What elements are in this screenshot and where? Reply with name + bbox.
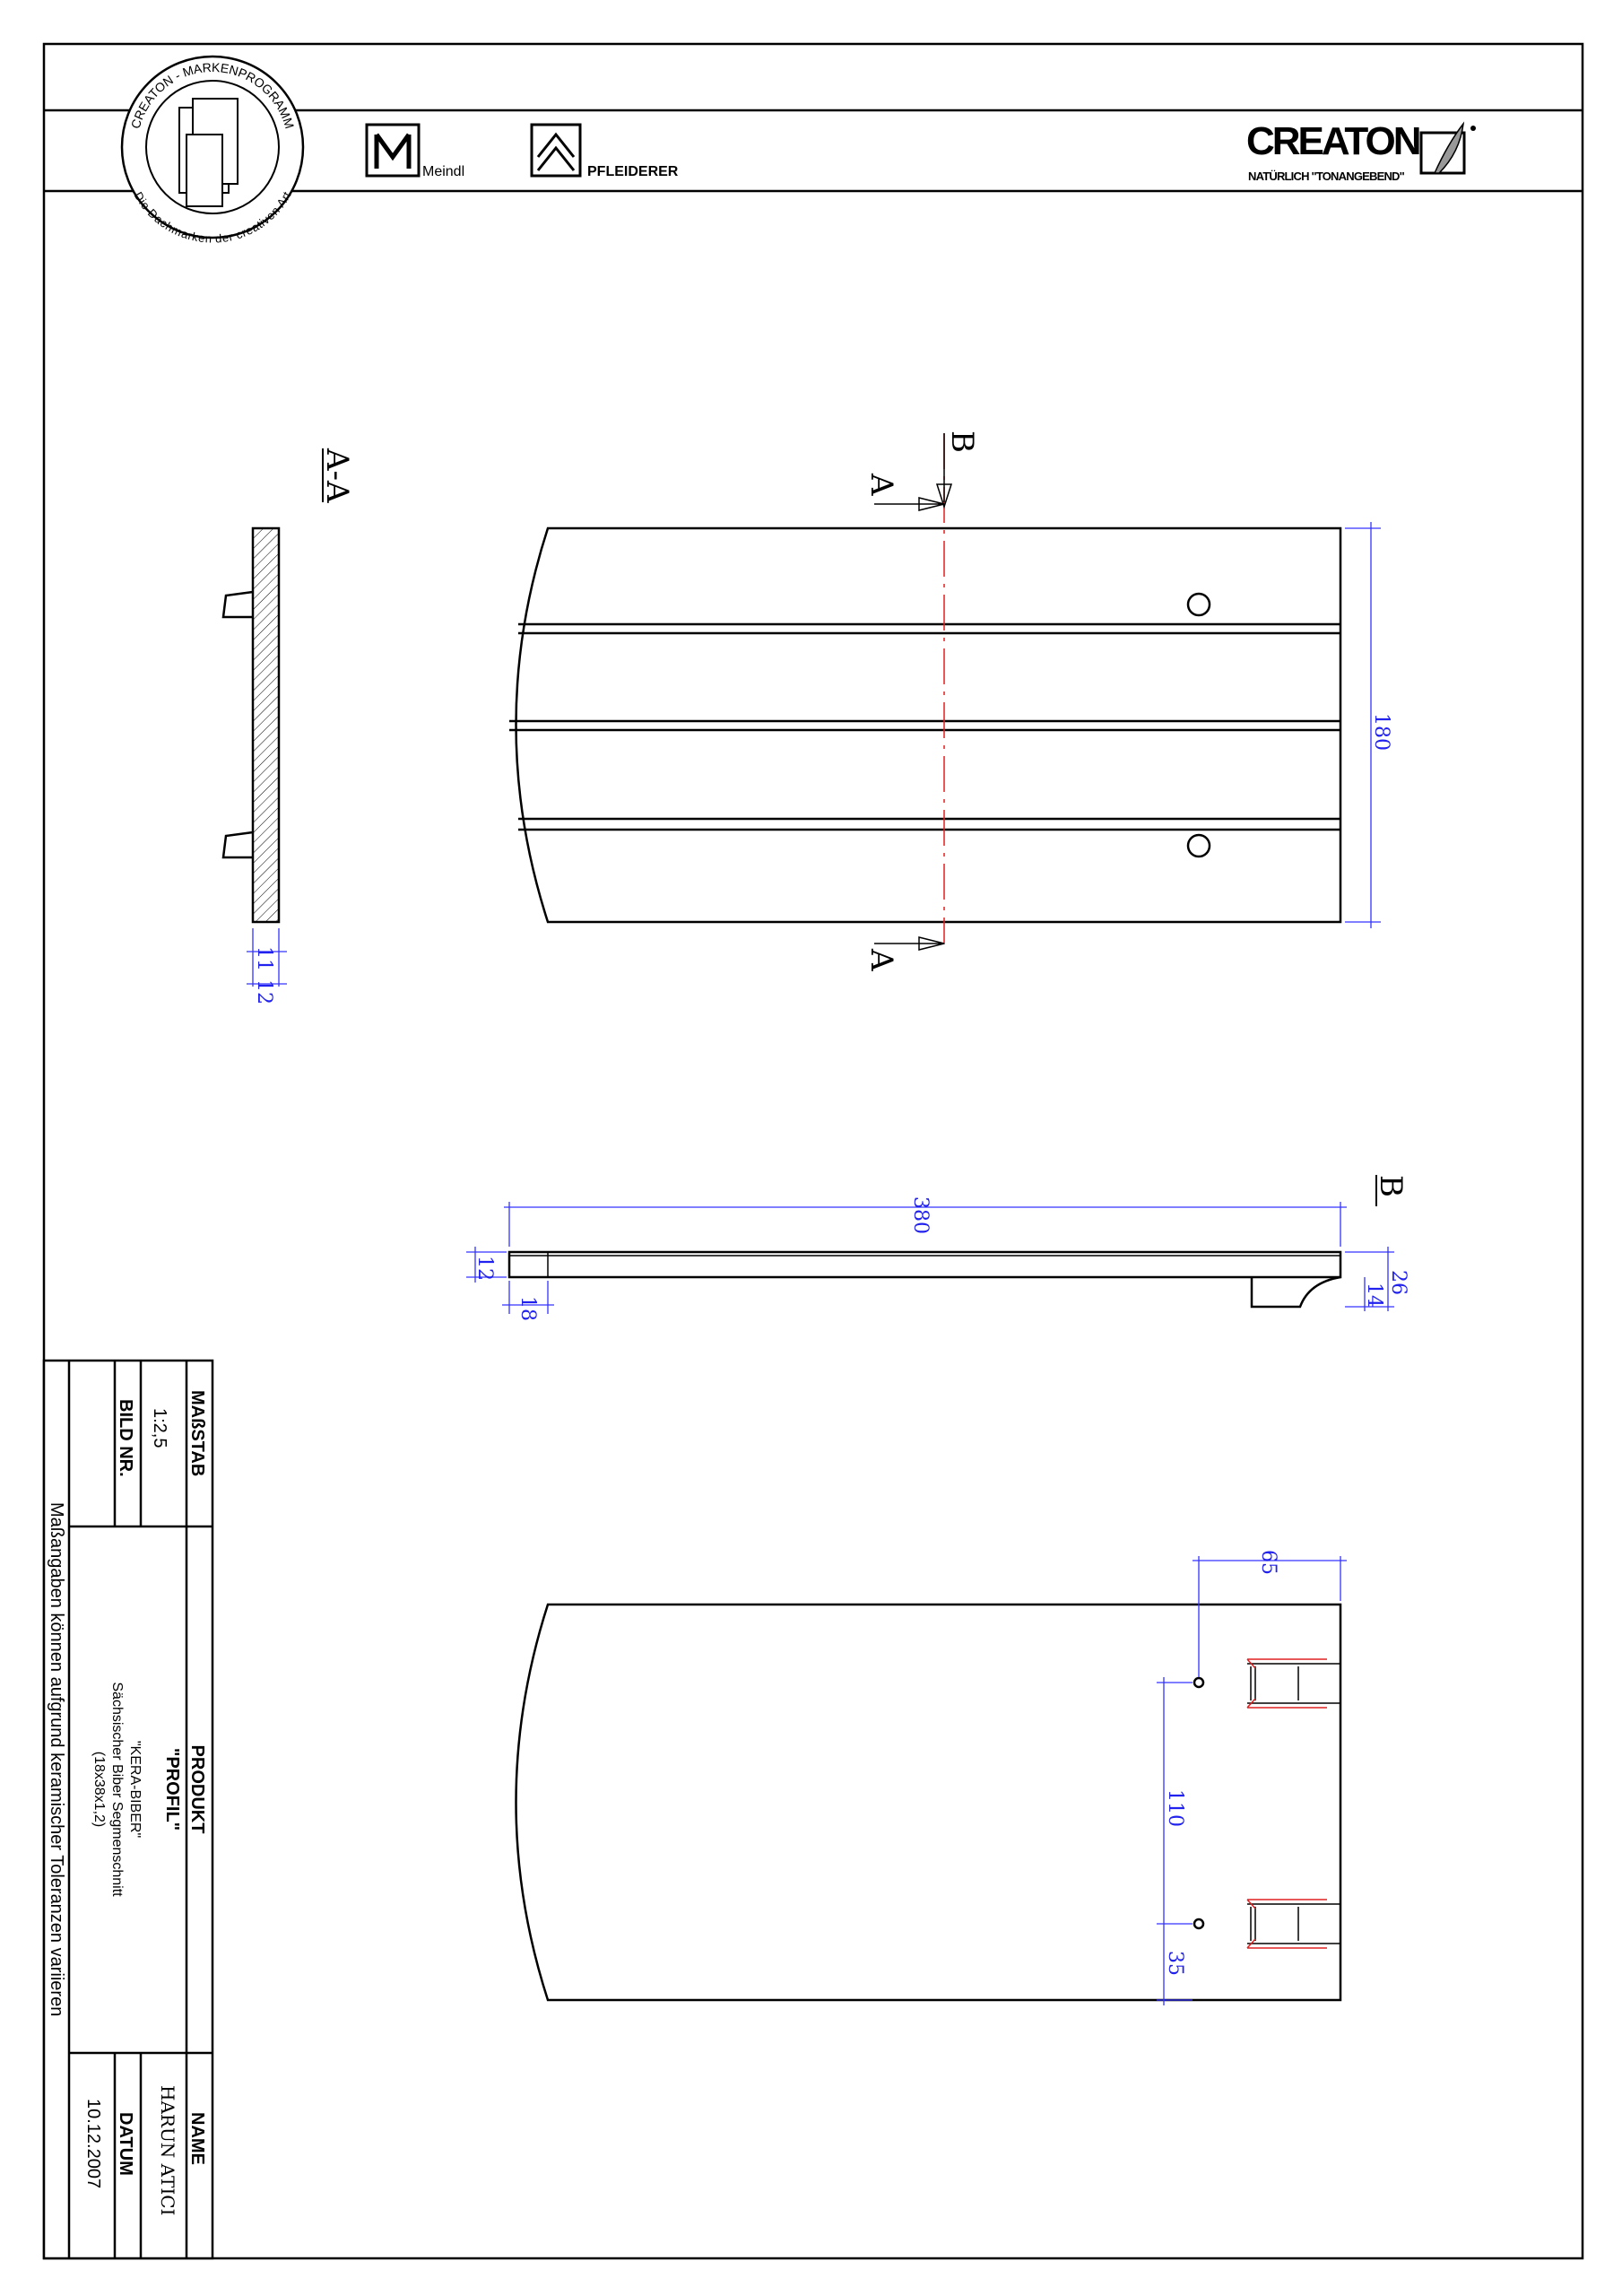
creaton-wordmark: CREATON xyxy=(1246,119,1419,163)
side-view: B 380 12 18 26 14 xyxy=(466,1175,1409,1321)
dim-180: 180 xyxy=(1370,713,1392,751)
meindl-logo: Meindl xyxy=(365,123,464,179)
dim-65: 65 xyxy=(1257,1550,1279,1575)
top-view: B A A 180 xyxy=(509,430,1392,971)
date-label: DATUM xyxy=(116,2112,135,2176)
nail-hole xyxy=(1186,833,1211,858)
product-line-4: (18x38x1,2) xyxy=(91,1752,107,1828)
creaton-logo: CREATON NATÜRLICH "TONANGEBEND" xyxy=(1246,119,1476,183)
meindl-text: Meindl xyxy=(422,164,464,179)
creaton-seal-logo: CREATON - MARKENPROGRAMM Die Dachmarken … xyxy=(120,55,305,246)
drawing-border xyxy=(42,42,1584,2260)
product-line-3: Sächsischer Biber Segmenschnitt xyxy=(109,1682,125,1897)
product-label: PRODUKT xyxy=(187,1745,207,1834)
name-value: HARUN ATICI xyxy=(157,2085,178,2215)
nail-hole xyxy=(1193,1676,1205,1689)
tolerance-note: Maßangaben können aufgrund keramischer T… xyxy=(47,1502,66,2016)
cut-a-label-top: A xyxy=(863,473,899,496)
date-value: 10.12.2007 xyxy=(83,2099,103,2188)
bottom-view: 65 110 35 xyxy=(515,1550,1347,2005)
scale-label: MAßSTAB xyxy=(187,1390,207,1476)
nail-hole xyxy=(1186,592,1211,617)
dim-14: 14 xyxy=(1363,1283,1385,1308)
nail-hole xyxy=(1193,1918,1205,1930)
name-label: NAME xyxy=(187,2112,207,2165)
dim-12: 12 xyxy=(253,979,275,1004)
product-name: "PROFIL" xyxy=(162,1748,182,1831)
dim-12-side: 12 xyxy=(473,1256,496,1281)
pfleiderer-logo: PFLEIDERER xyxy=(530,123,679,179)
section-label: A-A xyxy=(319,448,355,503)
creaton-tagline: NATÜRLICH "TONANGEBEND" xyxy=(1248,170,1405,183)
nib-slot xyxy=(1246,1899,1340,1949)
image-no-label: BILD NR. xyxy=(116,1399,135,1477)
dim-11: 11 xyxy=(253,946,275,971)
dim-18: 18 xyxy=(516,1296,539,1321)
title-block: MAßSTAB 1:2,5 BILD NR. PRODUKT "PROFIL" … xyxy=(42,1359,214,2260)
dim-35: 35 xyxy=(1164,1951,1186,1976)
nib-slot xyxy=(1246,1658,1340,1709)
cut-b-label: B xyxy=(944,430,980,453)
cut-b-label-side: B xyxy=(1373,1175,1409,1197)
pfleiderer-text: PFLEIDERER xyxy=(587,164,679,179)
product-line-2: "KERA-BIBER" xyxy=(127,1741,143,1838)
dim-26: 26 xyxy=(1387,1270,1409,1295)
dim-380: 380 xyxy=(909,1196,932,1234)
section-a-a-view: A-A 11 12 xyxy=(221,448,355,1004)
cut-a-label-bottom: A xyxy=(863,948,899,971)
scale-value: 1:2,5 xyxy=(150,1408,169,1448)
dim-110: 110 xyxy=(1164,1789,1186,1827)
